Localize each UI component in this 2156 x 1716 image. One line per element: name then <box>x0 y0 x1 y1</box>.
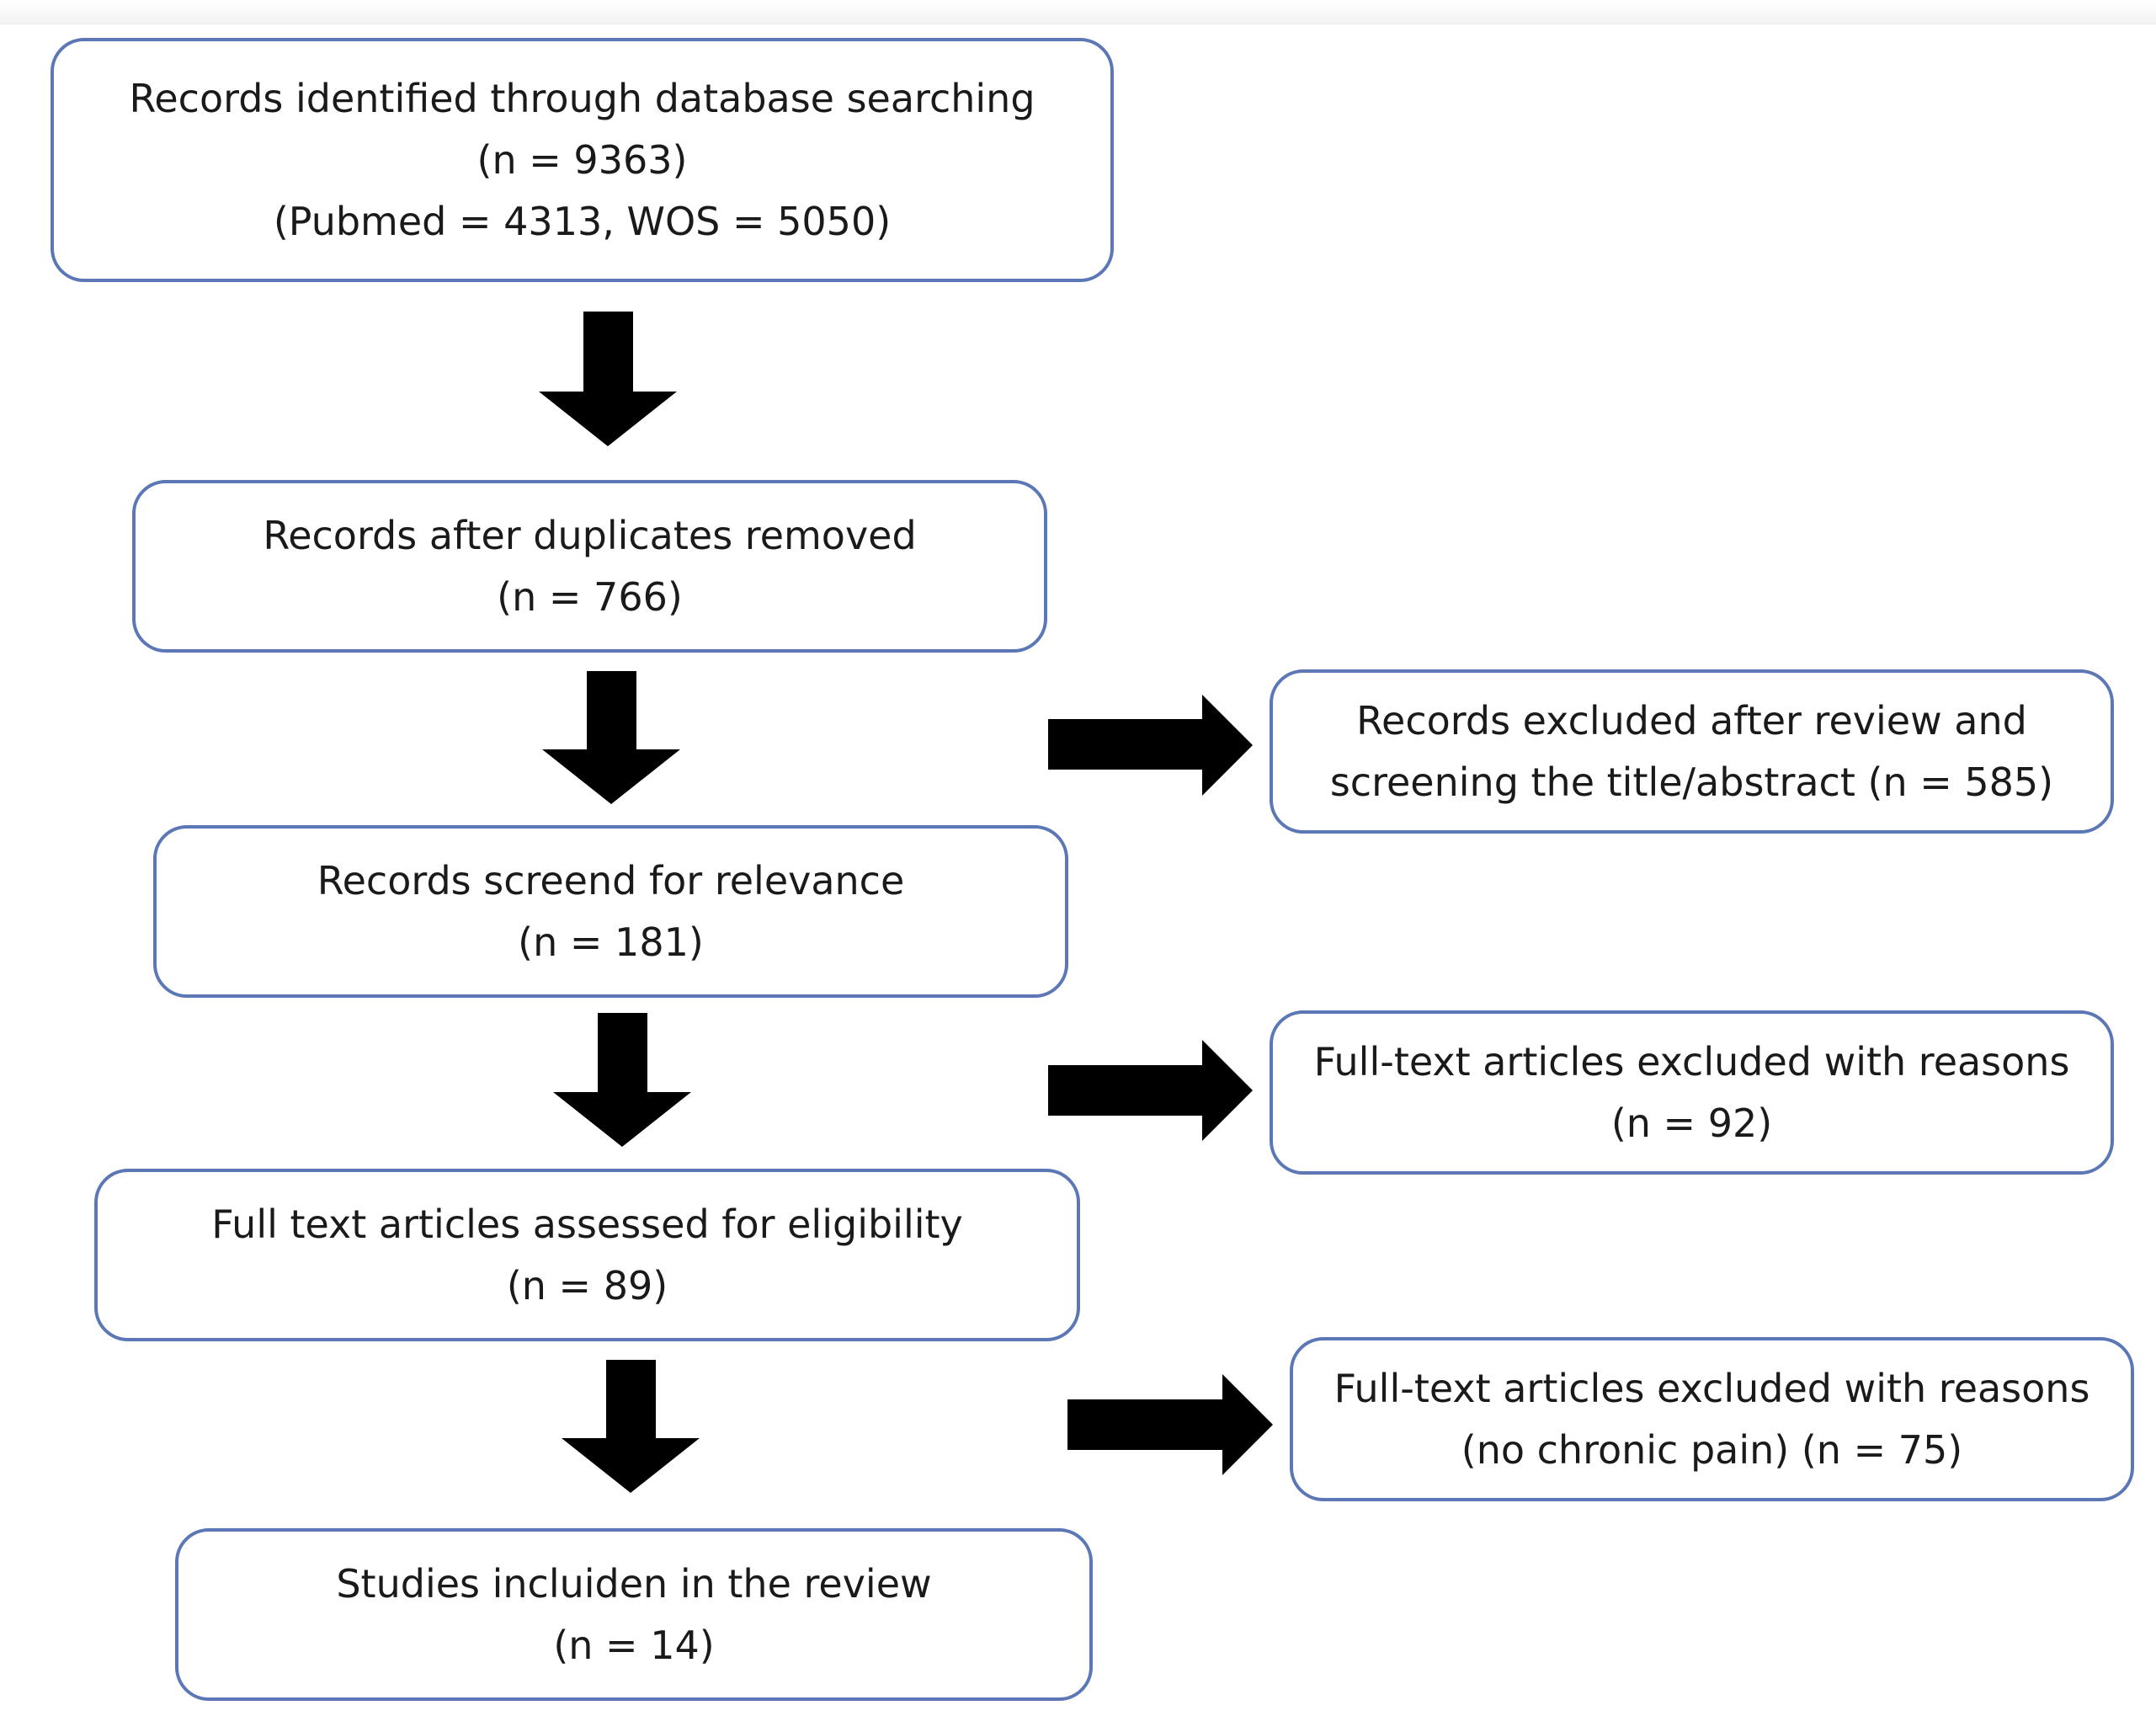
right-arrow-icon <box>1048 695 1253 796</box>
included-count: (n = 14) <box>553 1622 715 1668</box>
down-arrow-icon <box>553 1013 691 1147</box>
excluded-no-chronic-pain-line2: (no chronic pain) (n = 75) <box>1461 1426 1963 1473</box>
excluded-title-abstract-box: Records excluded after review and screen… <box>1270 669 2114 834</box>
assessed-label: Full text articles assessed for eligibil… <box>211 1201 963 1247</box>
down-arrow-icon <box>562 1360 700 1493</box>
excluded-title-abstract-line2: screening the title/abstract (n = 585) <box>1329 759 2054 805</box>
identified-box: Records identified through database sear… <box>51 38 1114 282</box>
down-arrow-icon <box>539 312 677 446</box>
identified-breakdown: (Pubmed = 4313, WOS = 5050) <box>273 198 892 244</box>
identified-label: Records identified through database sear… <box>129 75 1035 121</box>
included-label: Studies incluiden in the review <box>336 1560 932 1607</box>
assessed-count: (n = 89) <box>506 1262 668 1308</box>
down-arrow-icon <box>542 671 680 804</box>
identified-count: (n = 9363) <box>476 136 688 183</box>
after-duplicates-box: Records after duplicates removed (n = 76… <box>132 480 1047 653</box>
after-duplicates-label: Records after duplicates removed <box>263 512 917 558</box>
assessed-box: Full text articles assessed for eligibil… <box>94 1169 1080 1341</box>
excluded-full-text-box: Full-text articles excluded with reasons… <box>1270 1010 2114 1175</box>
after-duplicates-count: (n = 766) <box>497 573 683 620</box>
excluded-full-text-line1: Full-text articles excluded with reasons <box>1313 1038 2070 1084</box>
screened-label: Records screend for relevance <box>317 857 905 903</box>
right-arrow-icon <box>1048 1040 1253 1141</box>
included-box: Studies incluiden in the review (n = 14) <box>175 1528 1093 1701</box>
top-rule <box>0 0 2156 24</box>
excluded-no-chronic-pain-line1: Full-text articles excluded with reasons <box>1334 1365 2090 1411</box>
screened-box: Records screend for relevance (n = 181) <box>153 825 1068 998</box>
excluded-full-text-line2: (n = 92) <box>1610 1100 1773 1146</box>
right-arrow-icon <box>1067 1374 1273 1475</box>
excluded-title-abstract-line1: Records excluded after review and <box>1356 697 2027 743</box>
screened-count: (n = 181) <box>518 919 704 965</box>
excluded-no-chronic-pain-box: Full-text articles excluded with reasons… <box>1290 1337 2134 1501</box>
